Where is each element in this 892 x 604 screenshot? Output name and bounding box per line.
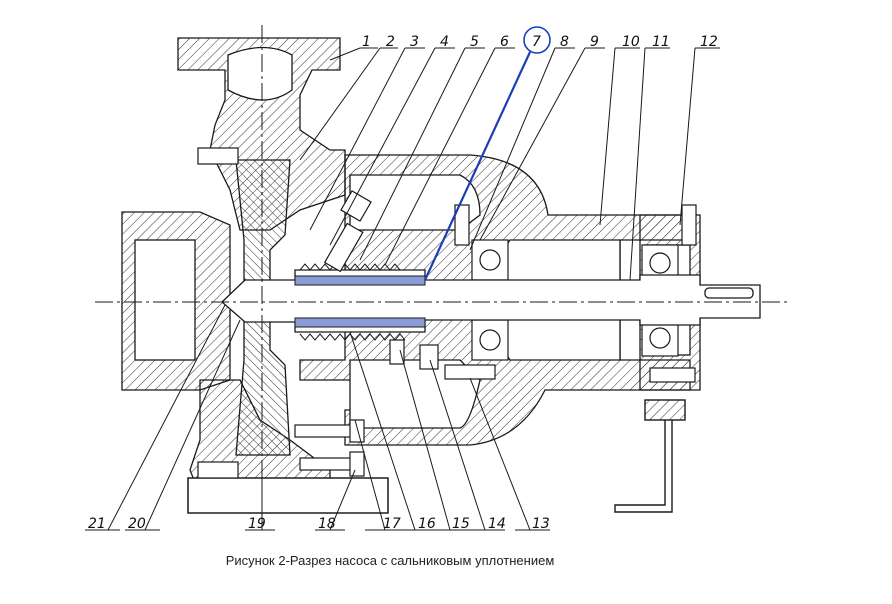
- label-11: 11: [652, 34, 670, 50]
- label-10: 10: [622, 34, 640, 50]
- label-3: 3: [410, 34, 419, 50]
- label-20: 20: [128, 516, 146, 532]
- label-17: 17: [383, 516, 401, 532]
- foot-bracket: [614, 399, 686, 513]
- label-18: 18: [318, 516, 336, 532]
- label-9: 9: [590, 34, 599, 50]
- label-12: 12: [700, 34, 718, 50]
- label-14: 14: [488, 516, 506, 532]
- seal-rings: [299, 263, 406, 341]
- label-8: 8: [560, 34, 569, 50]
- figure-caption: Рисунок 2-Разрез насоса с сальниковым уп…: [225, 553, 555, 568]
- label-15: 15: [452, 516, 470, 532]
- label-4: 4: [440, 34, 449, 50]
- leader-lines: [85, 47, 720, 531]
- highlight-leader-7: [424, 26, 551, 281]
- part-labels: 1 2 3 4 5 6 7 8 9 10 11 12 13 14 15 16 1…: [88, 34, 718, 532]
- label-16: 16: [418, 516, 436, 532]
- label-7: 7: [532, 34, 541, 50]
- label-1: 1: [362, 34, 371, 50]
- label-19: 19: [248, 516, 266, 532]
- label-6: 6: [500, 34, 509, 50]
- label-13: 13: [532, 516, 550, 532]
- gland-packing: [294, 275, 426, 328]
- label-5: 5: [470, 34, 479, 50]
- bearing-left: [471, 239, 509, 361]
- bolts: [197, 147, 697, 479]
- label-21: 21: [88, 516, 106, 532]
- label-2: 2: [386, 34, 395, 50]
